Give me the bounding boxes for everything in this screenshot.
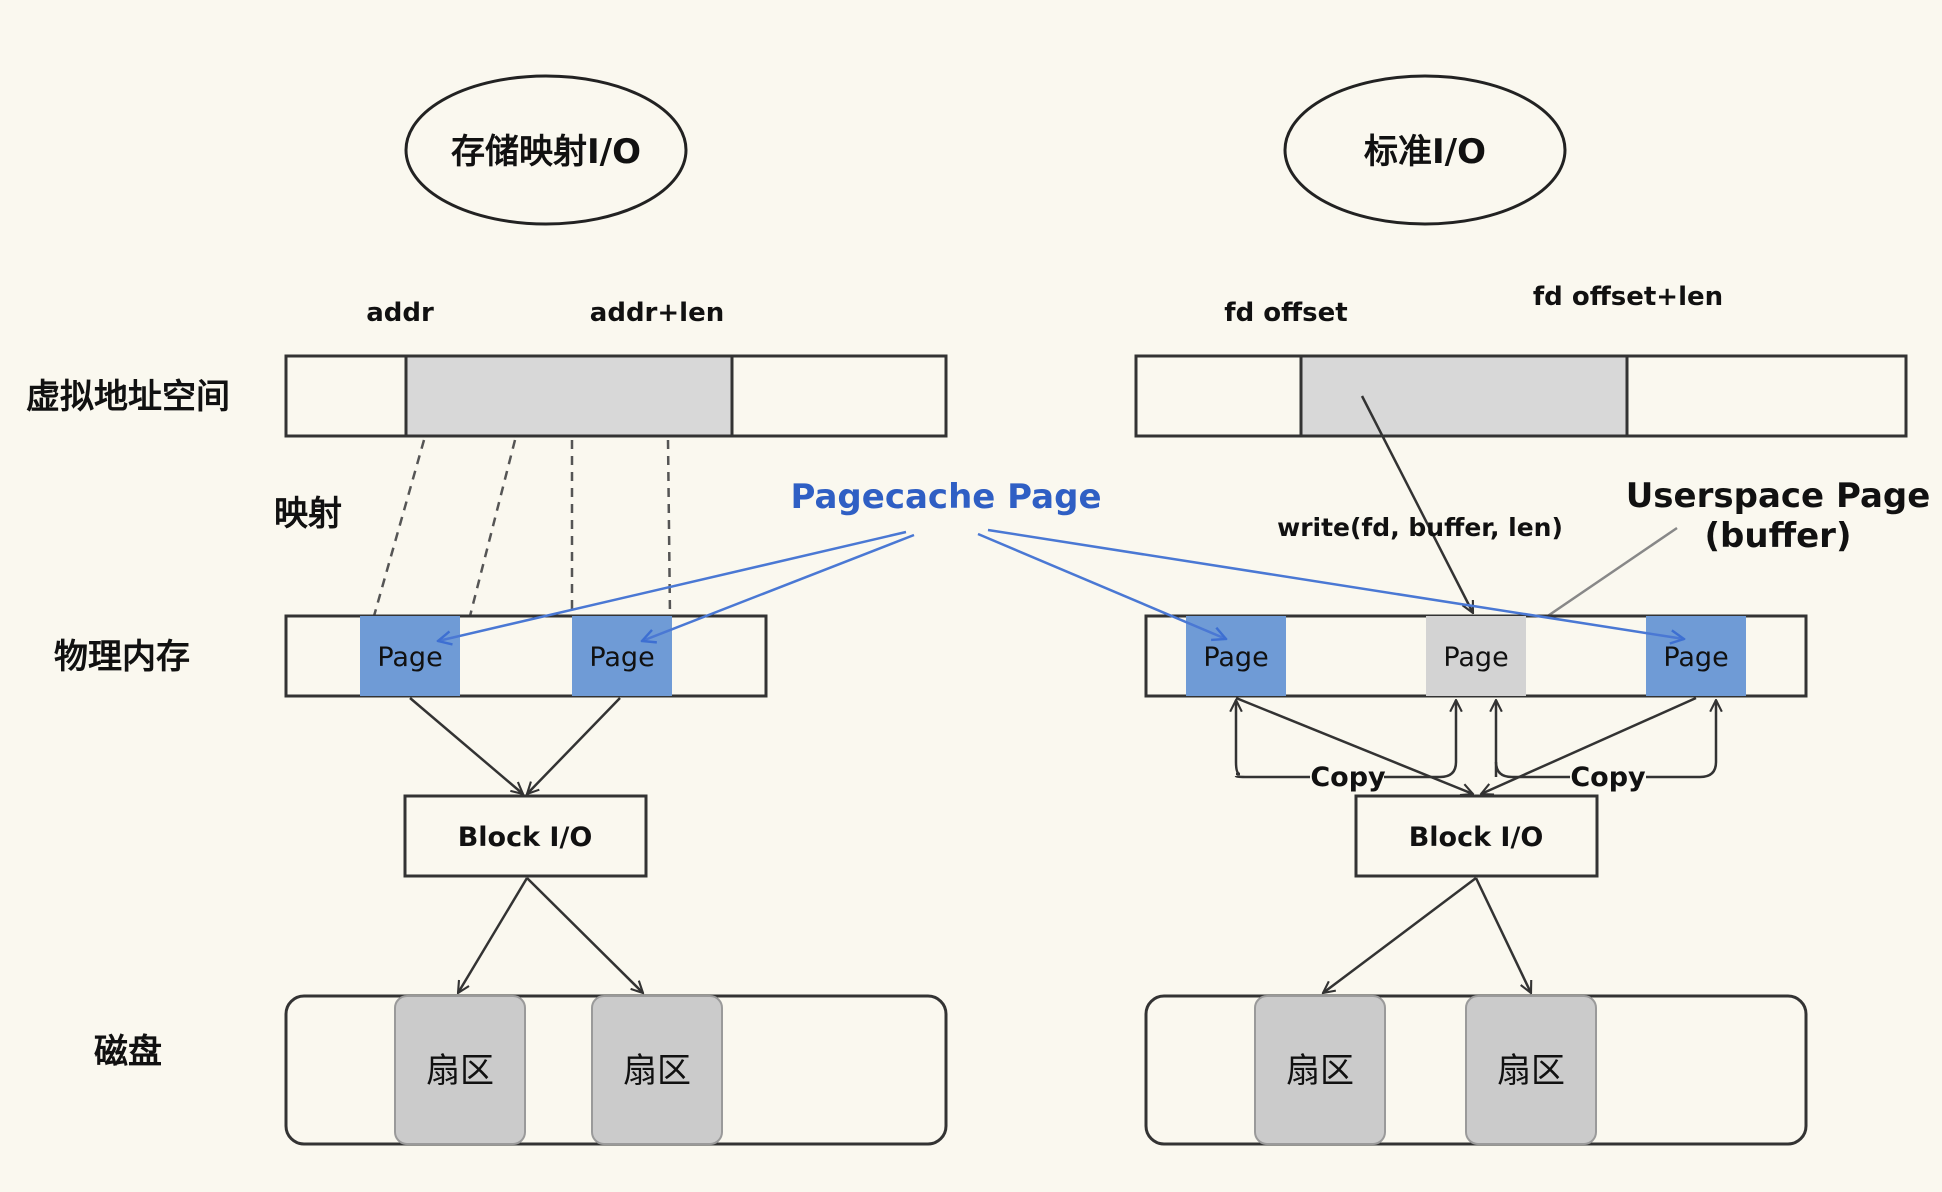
- right-block-io-box: [1354, 794, 1599, 878]
- right-sector-2-label: 扇区: [1497, 1051, 1565, 1091]
- pagecache-page-label: Pagecache Page: [790, 477, 1101, 517]
- title-standard-io-text: 标准I/O: [1364, 132, 1486, 172]
- right-sector-1-label: 扇区: [1286, 1051, 1354, 1091]
- left-sector-1-label: 扇区: [426, 1051, 494, 1091]
- right-page-1-label: Page: [1203, 642, 1268, 673]
- label-virtual-address-space: 虚拟地址空间: [26, 377, 230, 417]
- title-standard-io: 标准I/O: [1283, 74, 1567, 226]
- fd-offset-label: fd offset: [1224, 298, 1347, 328]
- right-block-io-label: Block I/O: [1409, 822, 1544, 853]
- copy-right-label: Copy: [1570, 762, 1646, 793]
- addr-label: addr: [366, 298, 434, 328]
- pagecache-arrows: [438, 528, 1684, 641]
- addr-len-label: addr+len: [590, 298, 724, 328]
- userspace-page-label-line2: (buffer): [1705, 516, 1852, 556]
- title-mmap-io-text: 存储映射I/O: [451, 132, 641, 172]
- left-block-io-box: [403, 794, 648, 878]
- userspace-page-label-line1: Userspace Page: [1626, 476, 1931, 516]
- fd-offset-len-label: fd offset+len: [1533, 282, 1723, 312]
- write-arrow: [1360, 395, 1475, 613]
- copy-left-label-bg: [1312, 760, 1384, 792]
- left-physical-memory-bar: [284, 614, 768, 698]
- label-physical-memory: 物理内存: [54, 637, 190, 677]
- right-page-2-label: Page: [1663, 642, 1728, 673]
- left-sector-1: [394, 995, 526, 1145]
- right-sector-1: [1254, 995, 1386, 1145]
- copy-right-label-bg: [1572, 760, 1644, 792]
- label-disk: 磁盘: [94, 1032, 162, 1072]
- right-page-buffer: [1426, 616, 1526, 696]
- right-page-buffer-label: Page: [1443, 642, 1508, 673]
- left-arrows-to-block: [409, 697, 643, 993]
- right-arrows-to-disk: [1323, 877, 1531, 993]
- left-page-1-label: Page: [377, 642, 442, 673]
- mapping-dashed-lines: [372, 439, 672, 617]
- copy-left-label: Copy: [1310, 762, 1386, 793]
- write-call-label: write(fd, buffer, len): [1277, 513, 1563, 542]
- right-sector-2: [1465, 995, 1597, 1145]
- left-page-1: [360, 616, 460, 696]
- left-sector-2: [591, 995, 723, 1145]
- left-block-io-label: Block I/O: [458, 822, 593, 853]
- label-mapping: 映射: [274, 494, 342, 534]
- left-mapped-region: [404, 354, 734, 438]
- title-mmap-io: 存储映射I/O: [404, 74, 688, 226]
- copy-arrows: [1236, 696, 1716, 794]
- right-buffer-region: [1299, 354, 1629, 438]
- right-page-2: [1646, 616, 1746, 696]
- left-sector-2-label: 扇区: [623, 1051, 691, 1091]
- left-page-2-label: Page: [589, 642, 654, 673]
